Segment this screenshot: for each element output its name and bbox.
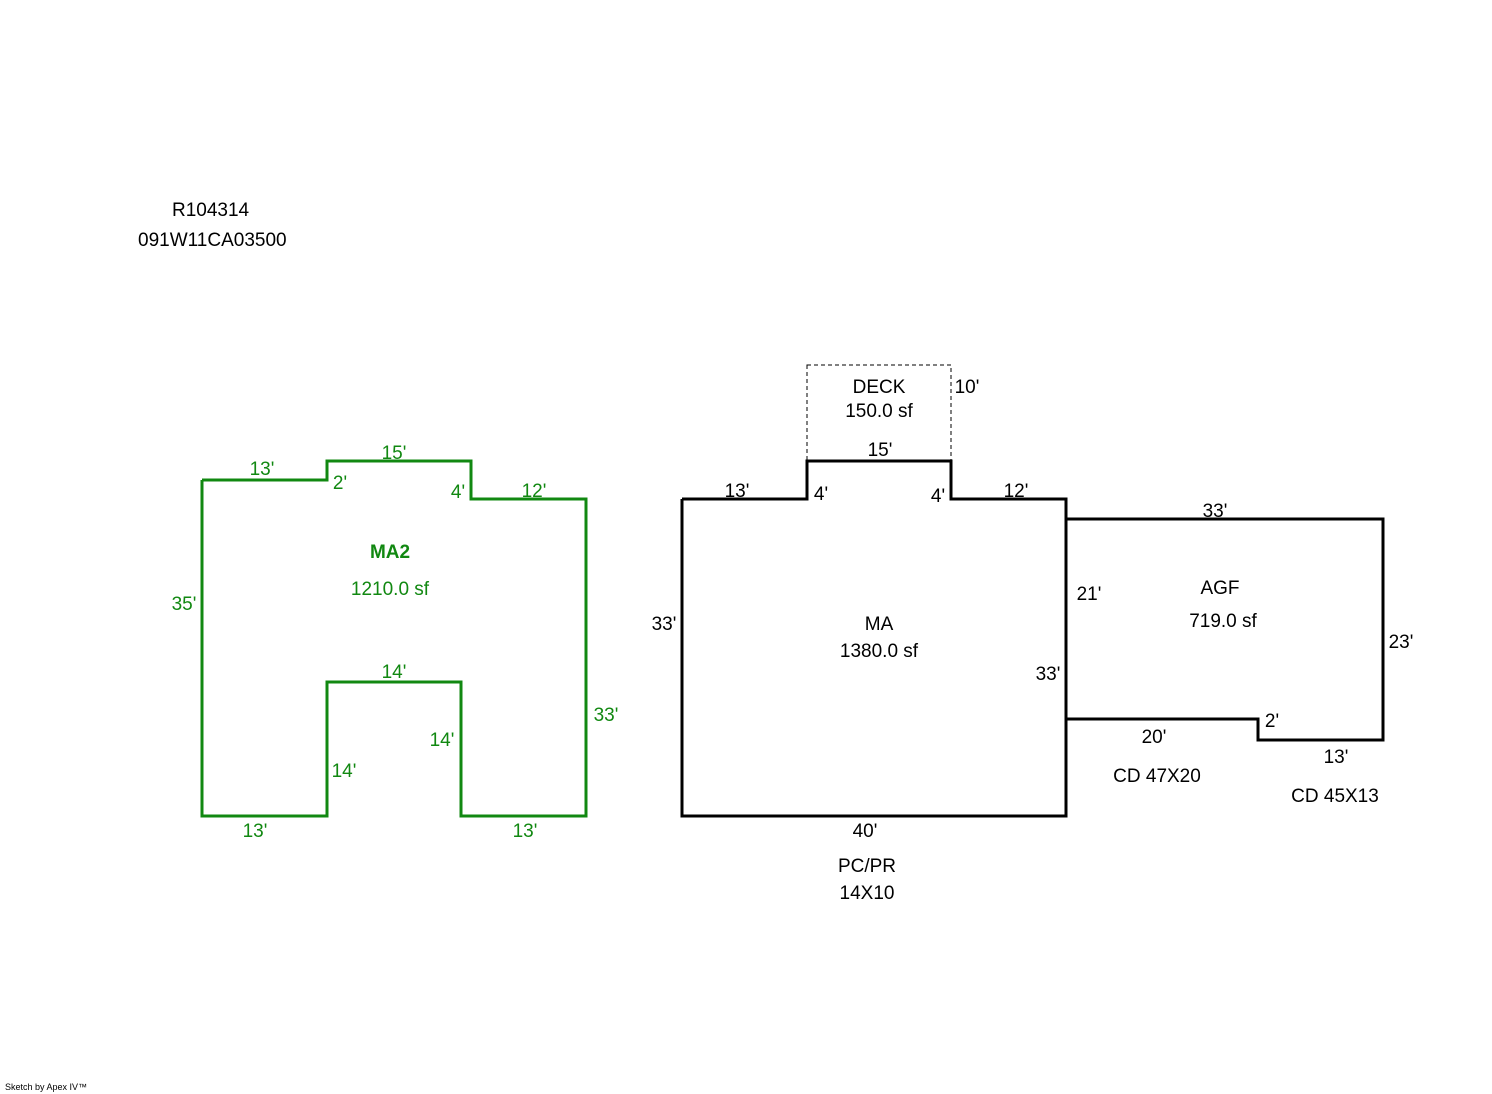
deck-label: DECK [853, 377, 906, 398]
ma2-dim-step-up: 2' [333, 473, 347, 494]
agf-dim-top: 33' [1203, 501, 1228, 522]
deck-area: 150.0 sf [845, 401, 913, 422]
ma-dim-left: 33' [652, 614, 677, 635]
ma-label: MA [865, 614, 894, 635]
ma2-dim-bottom-left: 13' [243, 821, 268, 842]
ma-dim-right: 33' [1036, 664, 1061, 685]
note-pc-pr-size: 14X10 [840, 883, 895, 904]
agf-dim-bottom-left: 20' [1142, 727, 1167, 748]
agf-area: 719.0 sf [1189, 611, 1257, 632]
ma-dim-step-right: 4' [931, 486, 945, 507]
map-number: 091W11CA03500 [138, 230, 287, 251]
deck-dim-depth: 10' [955, 377, 980, 398]
agf-dim-right: 23' [1389, 632, 1414, 653]
ma-outline [680, 459, 1068, 818]
note-pc-pr: PC/PR [838, 856, 896, 877]
ma-dim-top-right: 12' [1004, 481, 1029, 502]
ma2-area: 1210.0 sf [351, 579, 430, 600]
ma-dim-top-left: 13' [725, 481, 750, 502]
agf-dim-step: 2' [1265, 711, 1279, 732]
parcel-id: R104314 [172, 200, 250, 221]
ma-area: 1380.0 sf [840, 641, 919, 662]
ma2-dim-top-left: 13' [250, 459, 275, 480]
ma2-dim-bottom-right: 13' [513, 821, 538, 842]
ma-dim-bottom: 40' [853, 821, 878, 842]
agf-outline [1066, 517, 1385, 742]
ma2-label: MA2 [370, 542, 410, 563]
ma2-dim-step-down: 4' [451, 482, 465, 503]
ma2-dim-notch-left: 14' [332, 761, 357, 782]
credit-text: Sketch by Apex IV™ [5, 1082, 87, 1092]
ma2-dim-notch-top: 14' [382, 662, 407, 683]
note-cd-2: CD 45X13 [1291, 786, 1379, 807]
agf-dim-bottom-right: 13' [1324, 747, 1349, 768]
agf-label: AGF [1200, 578, 1239, 599]
agf-dim-left: 21' [1077, 584, 1102, 605]
ma2-dim-top-right: 12' [522, 481, 547, 502]
ma2-dim-top-mid: 15' [382, 443, 407, 464]
ma2-dim-notch-right: 14' [430, 730, 455, 751]
ma2-dim-left: 35' [172, 594, 197, 615]
ma2-outline [200, 459, 588, 818]
note-cd-1: CD 47X20 [1113, 766, 1201, 787]
ma2-dim-right: 33' [594, 705, 619, 726]
ma-dim-step-left: 4' [814, 484, 828, 505]
deck-dim-width: 15' [868, 440, 893, 461]
